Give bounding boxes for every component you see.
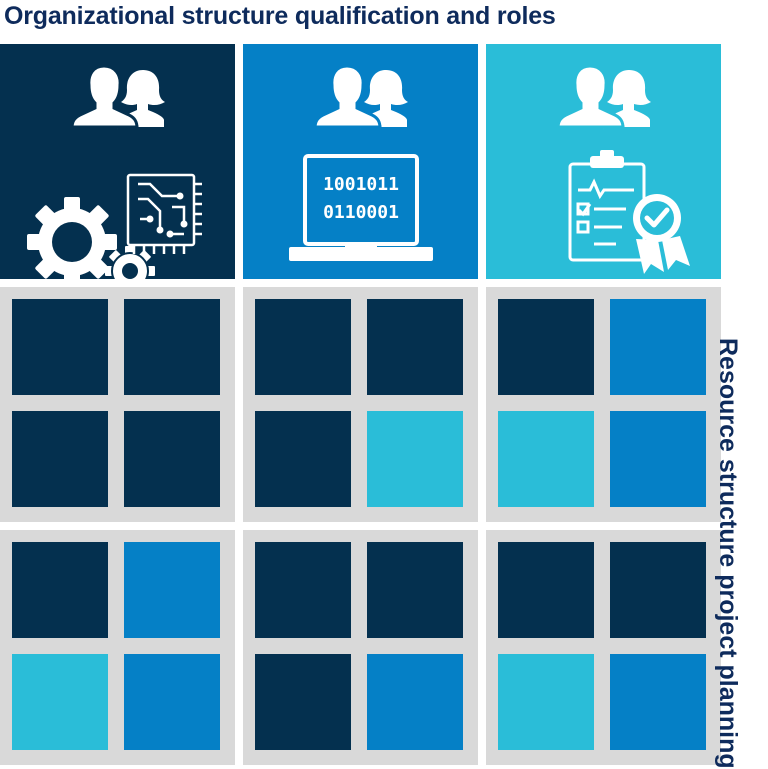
resource-group-r1-c2 — [243, 287, 478, 522]
resource-cell-cyan — [12, 654, 108, 750]
side-title: Resource structure project planning — [713, 338, 742, 769]
resource-cell-cyan — [498, 411, 594, 507]
page-title: Organizational structure qualification a… — [4, 2, 556, 31]
resource-cell-navy — [255, 411, 351, 507]
binary-line-2: 0110001 — [323, 202, 399, 223]
circuit-board-icon — [0, 44, 235, 279]
resource-cell-navy — [367, 299, 463, 395]
laptop-icon: 1001011 0110001 — [243, 44, 478, 279]
resource-cell-navy — [124, 299, 220, 395]
certificate-ribbon-icon — [486, 44, 721, 279]
resource-group-r1-c1 — [0, 287, 235, 522]
resource-cell-navy — [12, 411, 108, 507]
resource-cell-navy — [255, 654, 351, 750]
role-card-engineering — [0, 44, 235, 279]
resource-cell-navy — [255, 542, 351, 638]
resource-cell-cyan — [367, 411, 463, 507]
resource-cell-blue — [367, 654, 463, 750]
resource-cell-navy — [498, 542, 594, 638]
resource-cell-cyan — [498, 654, 594, 750]
resource-cell-navy — [124, 411, 220, 507]
resource-cell-blue — [610, 299, 706, 395]
resource-group-r2-c1 — [0, 530, 235, 765]
resource-group-r2-c3 — [486, 530, 721, 765]
resource-cell-blue — [610, 411, 706, 507]
resource-cell-blue — [124, 542, 220, 638]
role-card-it: 1001011 0110001 — [243, 44, 478, 279]
resource-cell-navy — [610, 542, 706, 638]
resource-cell-blue — [610, 654, 706, 750]
resource-cell-navy — [12, 299, 108, 395]
resource-cell-blue — [124, 654, 220, 750]
resource-group-r2-c2 — [243, 530, 478, 765]
binary-line-1: 1001011 — [323, 174, 399, 195]
resource-group-r1-c3 — [486, 287, 721, 522]
resource-cell-navy — [12, 542, 108, 638]
resource-cell-navy — [367, 542, 463, 638]
resource-cell-navy — [255, 299, 351, 395]
resource-cell-navy — [498, 299, 594, 395]
role-card-quality — [486, 44, 721, 279]
